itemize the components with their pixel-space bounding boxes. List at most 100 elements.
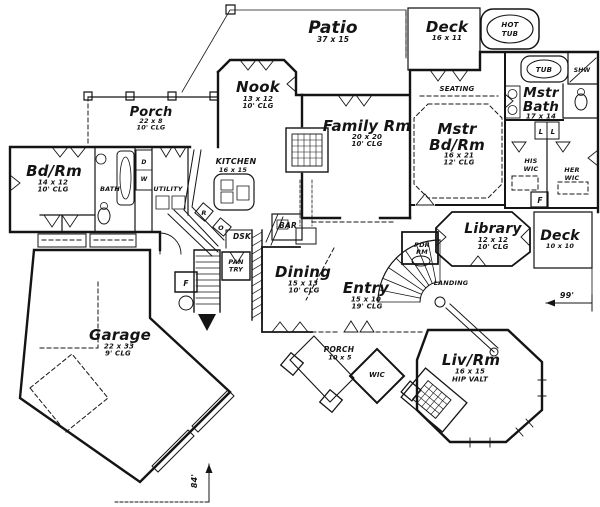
- label-mstr-bed-clg: 12' CLG: [443, 159, 474, 167]
- label-library-dim: 12 x 12: [478, 236, 508, 244]
- pantry-door-icon: [229, 251, 245, 264]
- room-labels: Patio 37 x 15 Deck 16 x 11 HOT TUB Nook …: [26, 18, 590, 384]
- label-dining-name: Dining: [275, 263, 331, 281]
- hall-bath-icons: [95, 150, 135, 225]
- label-patio-name: Patio: [308, 18, 358, 38]
- label-mstr-bath-dim: 17 x 14: [526, 113, 556, 121]
- label-landing: LANDING: [434, 279, 469, 287]
- hot-tub-icon: [480, 8, 540, 50]
- label-tub: TUB: [536, 66, 552, 74]
- straight-stair-icon: [195, 231, 263, 331]
- dimension-84: 84': [114, 463, 213, 503]
- label-entry-clg: 19' CLG: [351, 303, 382, 311]
- label-seating: SEATING: [440, 85, 475, 93]
- label-kitchen-dim: 16 x 15: [219, 166, 247, 174]
- label-garage-dim: 22 x 33: [104, 343, 134, 351]
- label-bdrm-name: Bd/Rm: [26, 162, 82, 180]
- label-his-wic-1: HIS: [524, 157, 537, 165]
- label-dryer: D: [141, 159, 146, 166]
- toilet-icon: [574, 88, 588, 111]
- label-porch-bottom-name: PORCH: [324, 345, 355, 354]
- label-family-clg: 10' CLG: [351, 140, 382, 148]
- label-porch-bottom-dim: 10 x 5: [328, 354, 352, 362]
- label-deck-top-name: Deck: [426, 18, 469, 36]
- label-entry-name: Entry: [343, 279, 390, 297]
- label-deck-right-name: Deck: [540, 228, 581, 244]
- label-wic: WIC: [369, 371, 386, 379]
- kitchen-counter: [167, 149, 225, 257]
- deck-porch-edges: [87, 7, 593, 269]
- label-bar: BAR: [279, 221, 297, 230]
- oven-icon: [212, 217, 232, 237]
- label-nook-dim: 13 x 12: [243, 95, 273, 103]
- stoops: [37, 233, 137, 248]
- label-mstr-bed-2: Bd/Rm: [429, 136, 485, 154]
- water-heater-icon: [178, 295, 194, 311]
- garage-stall-dash: [29, 281, 109, 433]
- label-pdr-2: RM: [416, 248, 428, 256]
- label-porch-top-name: Porch: [130, 105, 173, 120]
- label-hot-tub-1: HOT: [501, 21, 519, 29]
- label-f-right: F: [537, 196, 543, 205]
- label-livrm-name: Liv/Rm: [442, 351, 500, 369]
- label-entry-dim: 15 x 10: [351, 296, 381, 304]
- f-box-right: [530, 191, 549, 208]
- label-dsk: DSK: [233, 232, 252, 241]
- label-linen-1: L: [539, 128, 544, 136]
- fireplace-icon-livrm: [400, 367, 468, 433]
- dashed-lines: [29, 11, 589, 433]
- label-mstr-bed-1: Mstr: [437, 120, 478, 138]
- label-mstr-bath-1: Mstr: [523, 85, 560, 101]
- interior-walls: [37, 7, 599, 403]
- label-utility: UTILITY: [153, 185, 183, 193]
- label-her-wic-2: WIC: [565, 174, 580, 182]
- label-bdrm-clg: 10' CLG: [37, 186, 68, 194]
- window-door-symbols: [9, 59, 599, 448]
- label-f-left: F: [183, 279, 189, 288]
- wic-walls: [348, 347, 406, 405]
- range-icon: [194, 202, 214, 222]
- linen-closets: [534, 121, 560, 140]
- label-livrm-clg: HIP VALT: [452, 376, 489, 384]
- label-pantry-1: PAN: [228, 258, 244, 266]
- shower-icon: [569, 57, 597, 83]
- label-garage-clg: 9' CLG: [105, 350, 131, 358]
- label-shw: SHW: [574, 67, 591, 74]
- label-bdrm-dim: 14 x 12: [38, 179, 68, 187]
- kitchen-island-icon: [213, 173, 255, 211]
- label-family-dim: 20 x 20: [352, 133, 382, 141]
- fixtures: [83, 4, 597, 473]
- label-bath: BATH: [100, 185, 120, 193]
- label-pantry-2: TRY: [229, 266, 244, 274]
- living-room-walls: [415, 328, 544, 444]
- label-nook-name: Nook: [236, 78, 281, 96]
- utility-equipment: [155, 195, 186, 210]
- dim-99-label: 99': [560, 291, 574, 300]
- label-dining-dim: 15 x 13: [288, 280, 318, 288]
- door-swing-icon: [159, 232, 182, 255]
- label-pdr-1: PDR: [414, 241, 430, 249]
- label-hot-tub-2: TUB: [502, 30, 518, 38]
- fireplace-icon: [285, 127, 329, 245]
- label-his-wic-2: WIC: [524, 165, 539, 173]
- label-family-name: Family Rm: [323, 117, 412, 135]
- label-kitchen-name: KITCHEN: [216, 157, 257, 166]
- label-range: R: [201, 209, 206, 217]
- label-patio-dim: 37 x 15: [317, 35, 349, 44]
- label-livrm-dim: 16 x 15: [455, 368, 485, 376]
- label-mstr-bath-2: Bath: [523, 99, 559, 115]
- front-porch-outline: [289, 335, 355, 403]
- desk-nook: [225, 229, 253, 249]
- label-deck-right-dim: 10 x 10: [546, 242, 574, 250]
- label-oven: O: [218, 224, 224, 232]
- dimension-99: 99': [545, 291, 593, 312]
- label-library-clg: 10' CLG: [477, 243, 508, 251]
- porch-columns: [83, 4, 422, 414]
- label-library-name: Library: [464, 221, 522, 237]
- washer-dryer-icon: [135, 149, 153, 191]
- dim-84-label: 84': [190, 474, 199, 488]
- label-porch-top-clg: 10' CLG: [137, 124, 166, 132]
- curved-stair-icon: [377, 239, 499, 357]
